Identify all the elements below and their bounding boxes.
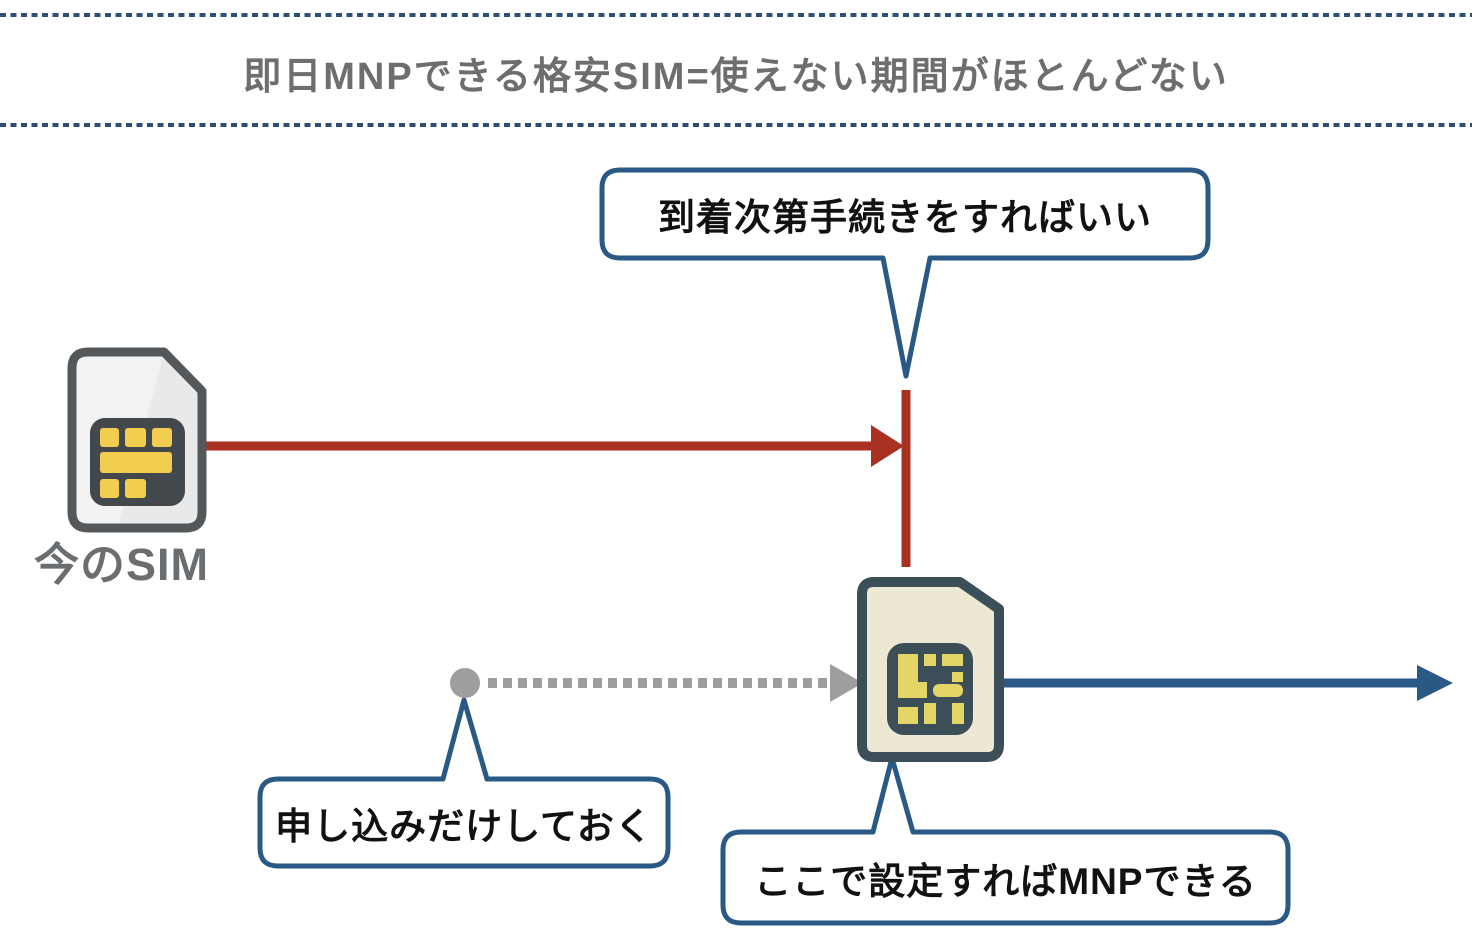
callout-apply-label: 申し込みだけしておく (275, 805, 653, 847)
callout-activate-bubble (720, 755, 1291, 926)
current-sim-chip-contacts (100, 428, 172, 498)
page-title: 即日MNPできる格安SIM=使えない期間がほとんどない (243, 55, 1229, 98)
callout-activate-label: ここで設定すればMNPできる (754, 860, 1257, 902)
red-arrowhead-icon (871, 425, 904, 467)
new-sim-chip-contacts (898, 654, 964, 724)
new-sim-card-icon (857, 577, 1004, 762)
callout-arrival-label: 到着次第手続きをすればいい (658, 197, 1152, 238)
application-point-dot (450, 668, 480, 698)
current-sim-label: 今のSIM (34, 538, 210, 590)
current-sim-card-icon (67, 347, 207, 533)
callout-apply-bubble (257, 697, 671, 869)
callout-arrival-bubble (599, 167, 1211, 379)
gray-arrowhead-icon (830, 664, 863, 702)
blue-arrowhead-icon (1417, 665, 1453, 701)
